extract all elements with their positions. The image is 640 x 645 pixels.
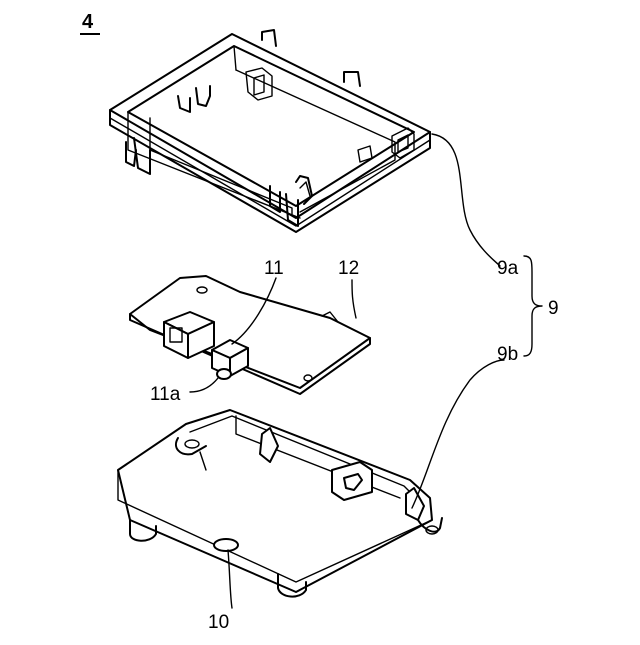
label-12: 12 <box>338 258 359 279</box>
leader-12 <box>352 280 356 318</box>
leader-9b <box>412 360 504 508</box>
label-9b: 9b <box>497 344 518 365</box>
cover-tab-back-2 <box>344 72 360 86</box>
brace-9 <box>524 256 542 356</box>
leader-11a <box>190 378 218 392</box>
label-9a: 9a <box>497 258 519 279</box>
label-11a: 11a <box>150 384 181 405</box>
figure-number: 4 <box>82 11 94 33</box>
circuit-board-12 <box>130 276 370 394</box>
leader-9a <box>432 134 500 266</box>
cover-tab-back-1 <box>262 30 276 46</box>
connector-pin-11a <box>217 369 231 379</box>
base-hole-10 <box>214 539 238 551</box>
cover-opening <box>128 46 414 206</box>
label-10: 10 <box>208 612 229 633</box>
base-9b <box>118 410 442 597</box>
cover-9a <box>110 30 430 232</box>
label-9: 9 <box>548 298 559 319</box>
label-11: 11 <box>264 258 284 279</box>
base-hook-center <box>332 462 372 500</box>
